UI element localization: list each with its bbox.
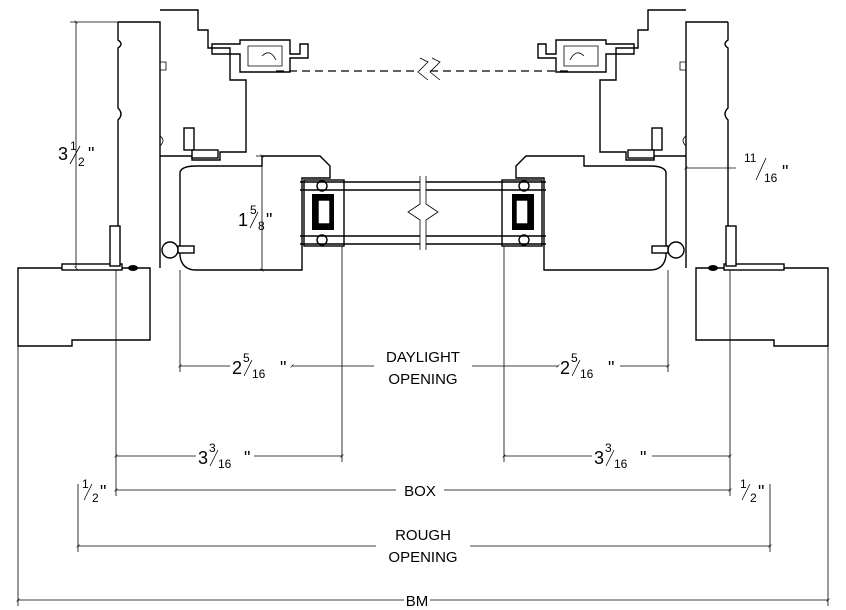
svg-text:2: 2 [92, 491, 99, 505]
svg-text:5: 5 [571, 351, 578, 365]
svg-text:": " [608, 358, 614, 378]
left-jamb [160, 9, 247, 161]
label-daylight: DAYLIGHT [386, 349, 460, 366]
svg-text:8: 8 [258, 219, 265, 233]
break-line-upper [417, 57, 441, 81]
left-stud [117, 21, 161, 268]
svg-text:": " [88, 144, 94, 164]
svg-text:1: 1 [238, 210, 248, 230]
svg-text:16: 16 [218, 457, 232, 471]
svg-text:11: 11 [744, 151, 757, 165]
dim-stile-left: 2 5 16 " [232, 351, 286, 381]
svg-text:16: 16 [580, 367, 594, 381]
dim-gap-right: 1 2 " [740, 477, 764, 505]
dim-head-height: 3 1 2 " [58, 139, 94, 169]
left-brickmould [17, 267, 151, 347]
dim-frame-left: 3 3 16 " [198, 441, 250, 471]
svg-text:5: 5 [250, 203, 257, 217]
dim-sash-face: 1 5 8 " [238, 203, 272, 233]
svg-text:3: 3 [58, 144, 68, 164]
dim-stile-right: 2 5 16 " [560, 351, 614, 381]
dim-reveal: 11 16 " [744, 151, 788, 185]
dimension-lines [16, 20, 830, 606]
svg-text:2: 2 [560, 358, 570, 378]
svg-text:": " [758, 482, 764, 502]
right-jamb-assembly [501, 9, 829, 347]
svg-text:": " [280, 358, 286, 378]
svg-text:": " [100, 482, 106, 502]
label-rough: ROUGH [395, 527, 451, 544]
svg-text:16: 16 [764, 171, 778, 185]
svg-text:": " [640, 448, 646, 468]
label-bm: BM [406, 593, 429, 610]
left-jamb-assembly [17, 9, 345, 347]
label-rough-opening: OPENING [388, 549, 457, 566]
dim-frame-right: 3 3 16 " [594, 441, 646, 471]
svg-text:1: 1 [82, 477, 89, 491]
label-box: BOX [404, 483, 436, 500]
svg-text:2: 2 [78, 155, 85, 169]
svg-text:": " [244, 448, 250, 468]
svg-text:1: 1 [70, 139, 77, 153]
svg-text:16: 16 [614, 457, 628, 471]
svg-text:16: 16 [252, 367, 266, 381]
break-line-lower [407, 176, 421, 250]
svg-text:3: 3 [198, 448, 208, 468]
svg-text:5: 5 [243, 351, 250, 365]
svg-text:2: 2 [232, 358, 242, 378]
svg-text:1: 1 [740, 477, 747, 491]
svg-text:": " [266, 210, 272, 230]
svg-text:3: 3 [209, 441, 216, 455]
svg-text:": " [782, 162, 788, 182]
svg-text:3: 3 [594, 448, 604, 468]
dim-gap-left: 1 2 " [82, 477, 106, 505]
left-hardware [211, 39, 309, 73]
left-sash [179, 155, 331, 271]
svg-text:2: 2 [750, 491, 757, 505]
svg-text:3: 3 [605, 441, 612, 455]
label-daylight-opening: OPENING [388, 371, 457, 388]
center-glass-rails [276, 57, 570, 250]
